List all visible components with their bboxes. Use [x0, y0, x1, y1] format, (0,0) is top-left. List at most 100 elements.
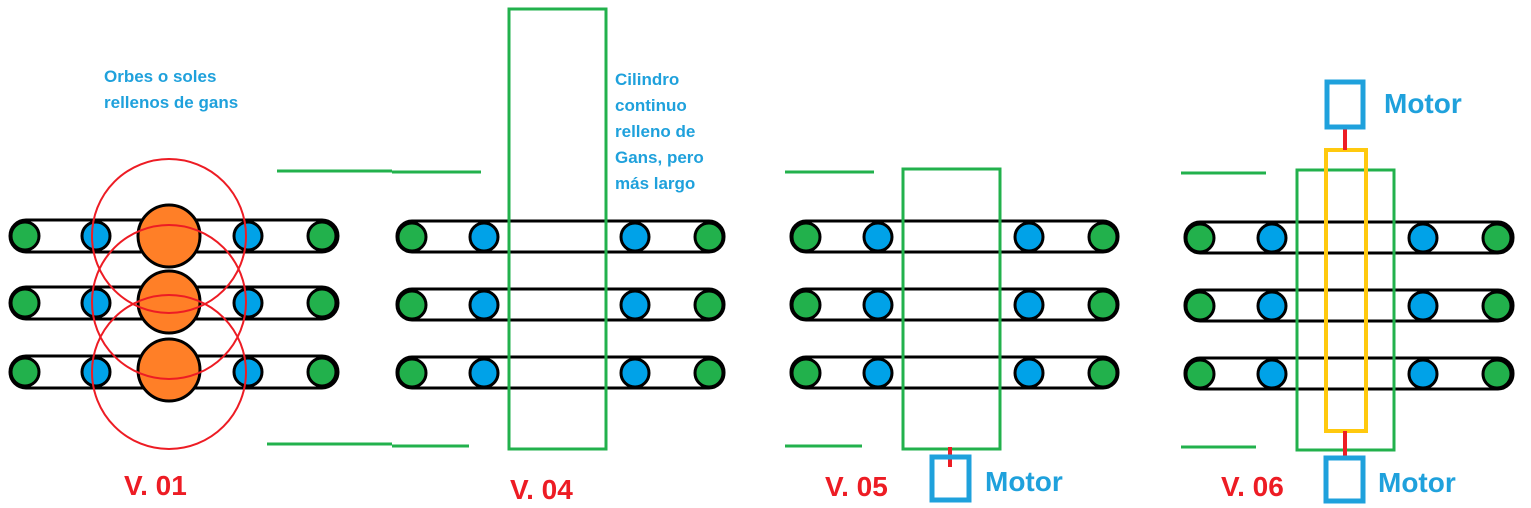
orb-shape: [136, 269, 202, 335]
roller-node: [693, 357, 725, 389]
conveyor-rows-v06: [1183, 220, 1515, 391]
version-label-v06: V. 06: [1221, 471, 1284, 502]
roller-node: [1256, 290, 1288, 322]
belt-row-3: [395, 355, 726, 390]
cylinder-annotation-line-3: relleno de: [615, 122, 695, 141]
roller-node: [468, 357, 500, 389]
roller-node: [1087, 221, 1119, 253]
cylinder-outline: [901, 167, 1002, 451]
orbs-annotation: Orbes o soles rellenos de gans: [104, 67, 238, 112]
roller-node: [396, 357, 428, 389]
belt-row-2: [395, 287, 726, 322]
cylinder-annotation-line-4: Gans, pero: [615, 148, 704, 167]
field-circle: [91, 294, 247, 450]
roller-node: [1013, 289, 1045, 321]
conveyor-rows-v05: [789, 219, 1120, 390]
roller-node: [1256, 358, 1288, 390]
roller-node: [1013, 221, 1045, 253]
rollers-v01: [9, 220, 338, 388]
roller-node: [232, 287, 264, 319]
roller-node: [619, 357, 651, 389]
panel-v05: Motor V. 05: [785, 167, 1120, 503]
roller-node: [790, 289, 822, 321]
roller-node: [1407, 222, 1439, 254]
cylinder-outline: [1295, 168, 1396, 452]
roller-node: [468, 221, 500, 253]
rollers-v06: [1184, 222, 1513, 390]
roller-node: [306, 220, 338, 252]
cylinder-annotation: Cilindro continuo relleno de Gans, pero …: [615, 70, 709, 193]
roller-node: [306, 287, 338, 319]
motor-box: [1323, 455, 1366, 504]
roller-node: [862, 221, 894, 253]
roller-node: [693, 221, 725, 253]
rollers-v05: [790, 221, 1119, 389]
field-circle: [91, 224, 247, 380]
roller-node: [468, 289, 500, 321]
orbs-v01: [136, 203, 202, 403]
roller-node: [80, 220, 112, 252]
cylinder-outline: [507, 7, 608, 451]
roller-node: [80, 287, 112, 319]
motor-label-v06-top: Motor: [1384, 88, 1462, 119]
orb-shape: [136, 337, 202, 403]
roller-node: [790, 221, 822, 253]
belt-row-3: [789, 355, 1120, 390]
version-label-v04: V. 04: [510, 474, 573, 505]
conveyor-rows-v04: [395, 219, 726, 390]
panel-v01: Orbes o soles rellenos de gans V. 01: [8, 67, 340, 501]
roller-node: [1407, 358, 1439, 390]
roller-node: [862, 357, 894, 389]
roller-node: [396, 221, 428, 253]
belt-row-1: [1183, 220, 1515, 255]
motor-label-v06-bottom: Motor: [1378, 467, 1456, 498]
field-circles-v01: [91, 158, 247, 450]
roller-node: [1184, 222, 1216, 254]
version-label-v05: V. 05: [825, 471, 888, 502]
roller-node: [1184, 358, 1216, 390]
panel-v06: Motor Motor V. 06: [1181, 79, 1515, 504]
roller-node: [1481, 222, 1513, 254]
motor-label-v05: Motor: [985, 466, 1063, 497]
cylinder-annotation-line-1: Cilindro: [615, 70, 679, 89]
belt-row-2: [1183, 288, 1515, 323]
roller-node: [619, 289, 651, 321]
panel-v04: Cilindro continuo relleno de Gans, pero …: [395, 7, 726, 505]
guide-lines-v05: [785, 170, 874, 448]
roller-node: [693, 289, 725, 321]
roller-node: [1256, 222, 1288, 254]
belt-row-1: [395, 219, 726, 254]
roller-node: [9, 220, 41, 252]
version-label-v01: V. 01: [124, 470, 187, 501]
belt-row-3: [1183, 356, 1515, 391]
belt-row-1: [789, 219, 1120, 254]
cylinder-annotation-line-5: más largo: [615, 174, 695, 193]
cylinder-annotation-line-2: continuo: [615, 96, 687, 115]
roller-node: [80, 356, 112, 388]
guide-lines-v04: [267, 169, 481, 448]
rollers-v04: [396, 221, 725, 389]
orb-shape: [136, 203, 202, 269]
roller-node: [1013, 357, 1045, 389]
motor-box: [1324, 79, 1366, 130]
roller-node: [1481, 290, 1513, 322]
roller-node: [790, 357, 822, 389]
roller-node: [9, 287, 41, 319]
roller-node: [306, 356, 338, 388]
belt-row-2: [789, 287, 1120, 322]
roller-node: [1087, 357, 1119, 389]
roller-node: [1184, 290, 1216, 322]
roller-node: [1481, 358, 1513, 390]
roller-node: [1087, 289, 1119, 321]
orbs-annotation-line-1: Orbes o soles: [104, 67, 216, 86]
motor-box: [929, 454, 972, 503]
field-circle: [91, 158, 247, 314]
guide-lines-v06: [1181, 171, 1266, 449]
roller-node: [232, 356, 264, 388]
roller-node: [1407, 290, 1439, 322]
roller-node: [232, 220, 264, 252]
orbs-annotation-line-2: rellenos de gans: [104, 93, 238, 112]
roller-node: [862, 289, 894, 321]
roller-node: [9, 356, 41, 388]
